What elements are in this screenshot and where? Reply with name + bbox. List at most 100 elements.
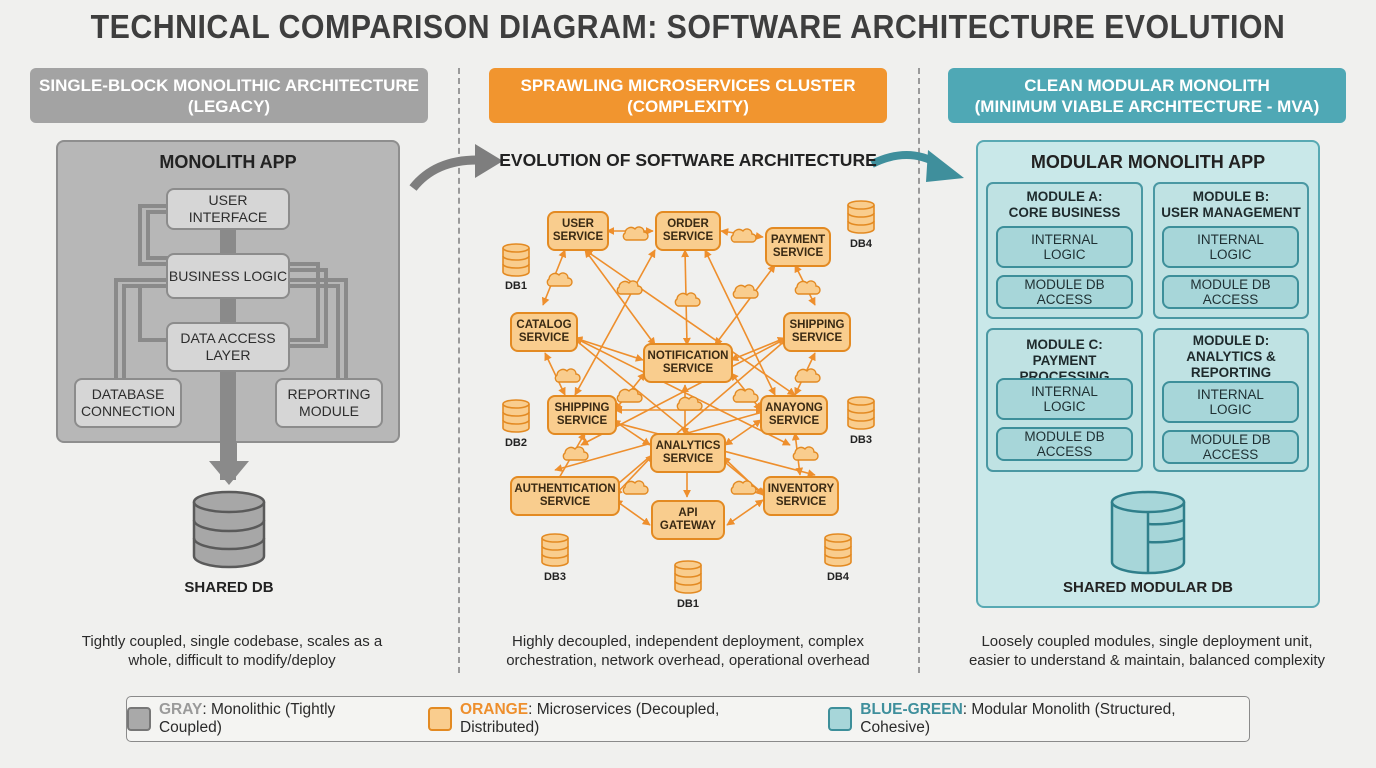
module-d-db-access: MODULE DB ACCESS [1162,430,1299,464]
module-a-db-access: MODULE DB ACCESS [996,275,1133,309]
notification-service-node: NOTIFICATION SERVICE [643,343,733,383]
authentication-service-line1: AUTHENTICATION [514,483,616,495]
microservices-header: SPRAWLING MICROSERVICES CLUSTER (COMPLEX… [489,68,887,123]
blue-green-swatch [828,707,853,731]
shared-modular-db-cylinder-icon [1110,490,1186,575]
legend-orange-key: ORANGE [460,701,529,718]
payment-service-node: PAYMENT SERVICE [765,227,831,267]
data-access-layer-box: DATA ACCESS LAYER [166,322,290,372]
db2-label: DB2 [504,437,527,449]
order-service-line2: SERVICE [662,231,714,243]
inventory-service-line2: SERVICE [775,496,827,508]
db3-bottom-label: DB3 [543,571,566,583]
data-access-line1: DATA ACCESS [180,330,276,346]
module-c-db-access-label: MODULE DB ACCESS [1024,429,1105,459]
modular-description-line1: Loosely coupled modules, single deployme… [981,633,1313,650]
api-gateway-node: API GATEWAY [651,500,725,540]
module-c-logic-line2: LOGIC [1043,399,1086,414]
column-divider-right [918,68,920,673]
shared-modular-db-label: SHARED MODULAR DB [1063,579,1233,596]
reporting-module-line1: REPORTING [287,386,371,402]
module-b-db-access: MODULE DB ACCESS [1162,275,1299,309]
module-b-db-access-label: MODULE DB ACCESS [1190,277,1271,307]
monolith-description: Tightly coupled, single codebase, scales… [40,632,424,670]
db4-top-cylinder-icon [847,200,875,234]
module-a-logic-line1: INTERNAL [1031,232,1098,247]
reporting-module-box: REPORTING MODULE [275,378,383,428]
legend-gray-text: GRAY: Monolithic (Tightly Coupled) [159,701,402,737]
data-access-line2: LAYER [205,347,251,363]
catalog-service-line2: SERVICE [518,332,570,344]
db3-right-cylinder-icon [847,396,875,430]
catalog-service-node: CATALOG SERVICE [510,312,578,352]
database-connection-line2: CONNECTION [80,403,176,419]
database-connection-line1: DATABASE [91,386,165,402]
authentication-service-node: AUTHENTICATION SERVICE [510,476,620,516]
page-title: TECHNICAL COMPARISON DIAGRAM: SOFTWARE A… [90,8,1286,45]
db1-bottom-cylinder-icon [674,560,702,594]
module-b-internal-logic: INTERNAL LOGIC [1162,226,1299,268]
module-d-title-line2: ANALYTICS & [1186,349,1276,364]
order-service-node: ORDER SERVICE [655,211,721,251]
modular-header-line2: (MINIMUM VIABLE ARCHITECTURE - MVA) [974,96,1320,116]
legend-item-orange: ORANGE: Microservices (Decoupled, Distri… [428,701,802,737]
module-b-logic-line2: LOGIC [1209,247,1252,262]
module-d-internal-logic: INTERNAL LOGIC [1162,381,1299,423]
module-a-internal-logic: INTERNAL LOGIC [996,226,1133,268]
analytics-service-line2: SERVICE [662,453,714,465]
shared-db-label: SHARED DB [184,579,274,596]
payment-service-line1: PAYMENT [770,234,826,246]
module-b-title-line2: USER MANAGEMENT [1161,205,1301,220]
monolith-description-line1: Tightly coupled, single codebase, scales… [81,633,383,650]
column-divider-left [458,68,460,673]
legend-orange-text: ORANGE: Microservices (Decoupled, Distri… [460,701,802,737]
db1-top-label: DB1 [504,280,527,292]
legend-gray-key: GRAY [158,701,203,718]
business-logic-box: BUSINESS LOGIC [166,253,290,299]
api-gateway-line2: GATEWAY [659,520,717,532]
monolith-description-line2: whole, difficult to modify/deploy [128,652,336,669]
database-connection-box: DATABASE CONNECTION [74,378,182,428]
microservices-cluster-title: EVOLUTION OF SOFTWARE ARCHITECTURE [499,150,877,170]
db3-right-label: DB3 [849,434,872,446]
catalog-service-line1: CATALOG [516,319,572,331]
modular-header-line1: CLEAN MODULAR MONOLITH [1024,75,1270,95]
shipping-service-right-line1: SHIPPING [789,319,845,331]
module-b-title-line1: MODULE B: [1192,189,1270,204]
shipping-service-right-line2: SERVICE [791,332,843,344]
modular-monolith-title: MODULAR MONOLITH APP [1030,152,1266,172]
payment-service-line2: SERVICE [772,247,824,259]
user-interface-box: USER INTERFACE [166,188,290,230]
order-service-line1: ORDER [667,218,709,230]
legend-item-blue-green: BLUE-GREEN: Modular Monolith (Structured… [828,701,1249,737]
analytics-service-line1: ANALYTICS [655,440,721,452]
anayong-service-line1: ANAYONG [765,402,823,414]
module-a-logic-line2: LOGIC [1043,247,1086,262]
evolution-arrow-blue-icon [870,150,964,182]
microservices-description-line2: orchestration, network overhead, operati… [506,652,870,669]
user-service-line2: SERVICE [552,231,604,243]
monolith-header-line1: SINGLE-BLOCK MONOLITHIC ARCHITECTURE [39,75,419,95]
gray-swatch [127,707,151,731]
legend-blue-green-desc: : Modular Monolith (Structured, Cohesive… [860,701,1176,736]
module-b-title: MODULE B: USER MANAGEMENT [1153,189,1309,221]
api-gateway-line1: API [678,507,698,519]
modular-description: Loosely coupled modules, single deployme… [948,632,1346,670]
notification-service-line1: NOTIFICATION [647,350,729,362]
microservices-header-line1: SPRAWLING MICROSERVICES CLUSTER [520,75,856,95]
monolith-down-arrow-icon [209,443,249,485]
module-b-logic-line1: INTERNAL [1197,232,1264,247]
db1-bottom-label: DB1 [676,598,699,610]
module-a-title-line1: MODULE A: [1026,189,1103,204]
shipping-service-right-node: SHIPPING SERVICE [783,312,851,352]
module-d-title-line3: REPORTING [1190,365,1272,380]
shipping-service-left-line2: SERVICE [556,415,608,427]
evolution-arrow-gray-icon [409,144,503,191]
shared-db-cylinder-icon [192,490,266,569]
user-service-node: USER SERVICE [547,211,609,251]
user-interface-label: USER INTERFACE [188,192,268,225]
user-service-line1: USER [562,218,594,230]
legend-item-gray: GRAY: Monolithic (Tightly Coupled) [127,701,402,737]
microservices-description: Highly decoupled, independent deployment… [478,632,898,670]
shipping-service-left-line1: SHIPPING [554,402,610,414]
